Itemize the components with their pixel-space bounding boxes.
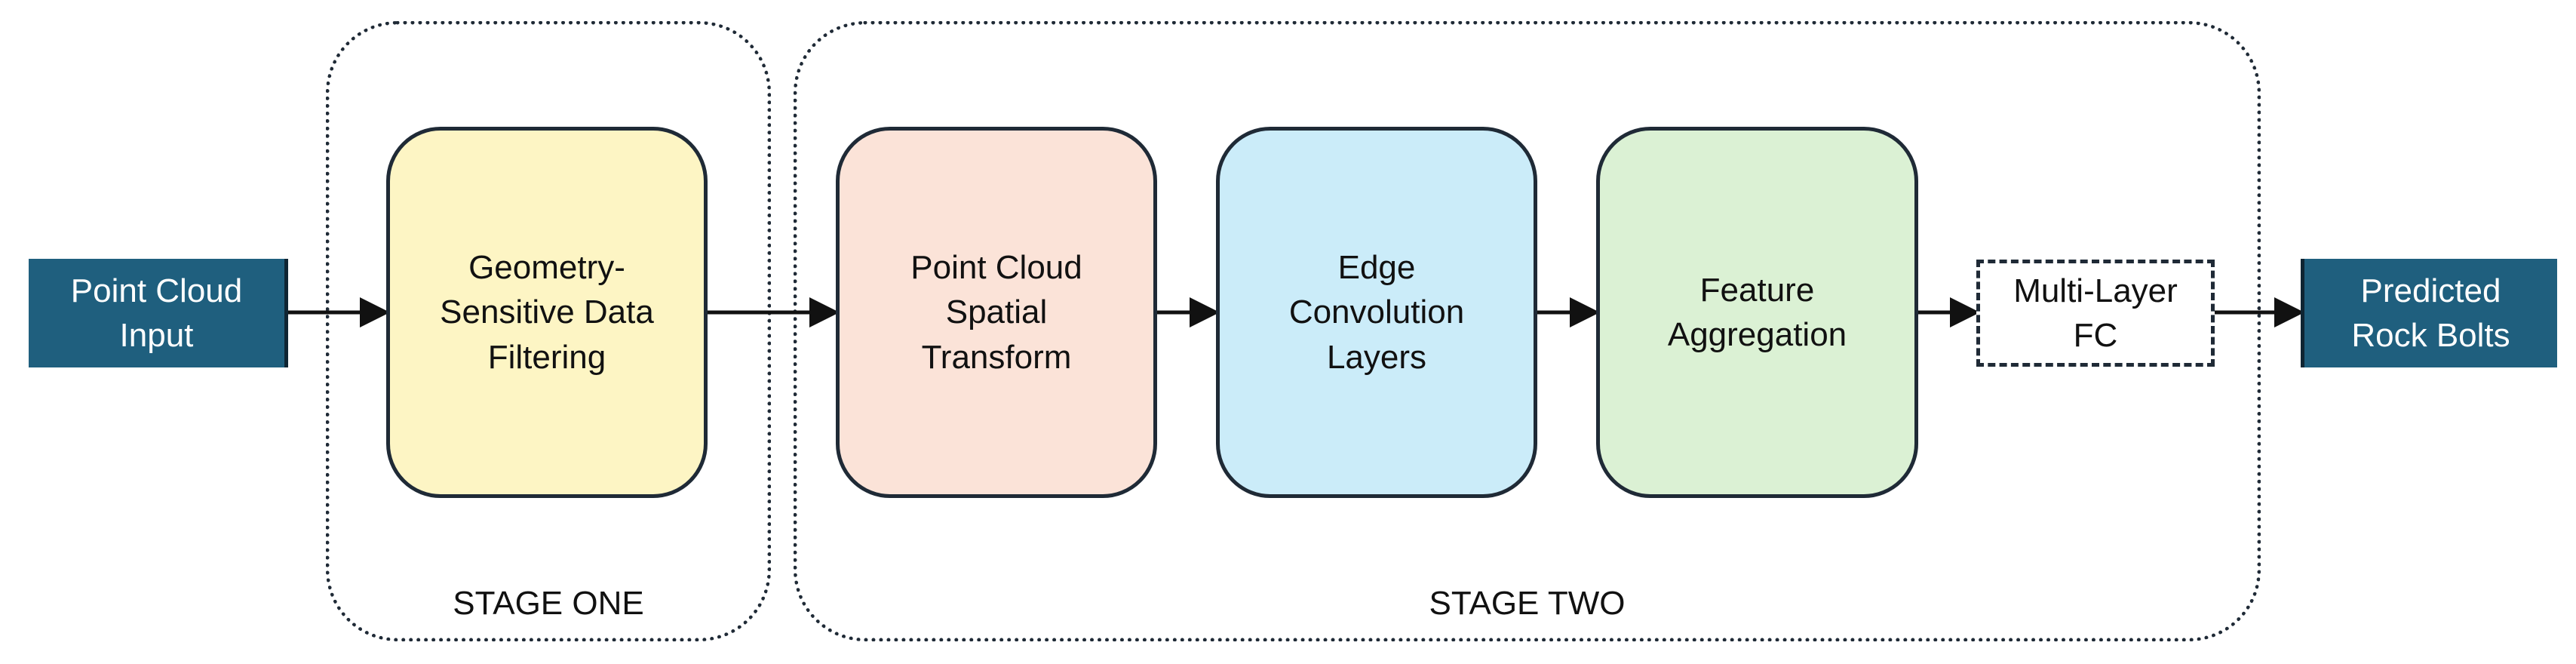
spatial-transform-node: Point Cloud Spatial Transform	[836, 127, 1157, 498]
feature-aggregation-node: Feature Aggregation	[1596, 127, 1918, 498]
stage-two-label: STAGE TWO	[1429, 585, 1626, 622]
edge-convolution-node: Edge Convolution Layers	[1216, 127, 1537, 498]
stage-one-group	[326, 21, 771, 641]
multi-layer-fc-node: Multi-Layer FC	[1976, 260, 2215, 367]
stage-two-group	[794, 21, 2261, 641]
predicted-rock-bolts-node: Predicted Rock Bolts	[2301, 259, 2557, 367]
geometry-filtering-node: Geometry- Sensitive Data Filtering	[386, 127, 708, 498]
point-cloud-input-node: Point Cloud Input	[29, 259, 288, 367]
stage-one-label: STAGE ONE	[453, 585, 644, 622]
